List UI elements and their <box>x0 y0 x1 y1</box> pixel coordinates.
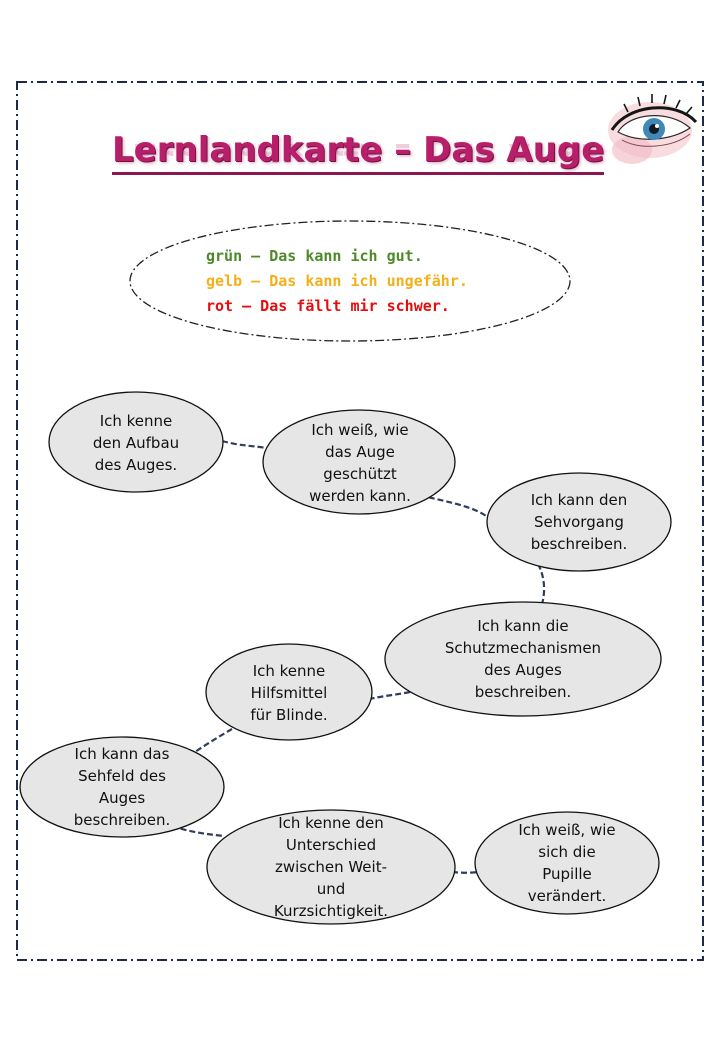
bubble-text-sehfeld: Ich kann das Sehfeld des Auges beschreib… <box>73 745 171 829</box>
page-title: Lernlandkarte – Das Auge <box>112 130 605 170</box>
connector-1-2 <box>221 439 267 450</box>
connector-5-6 <box>191 728 233 755</box>
connector-4-5 <box>369 690 411 701</box>
page-border <box>16 81 704 961</box>
bubble-text-schutzmechanismen: Ich kann die Schutzmechanismen des Auges… <box>444 617 602 701</box>
bubble-hilfsmittel <box>205 643 373 741</box>
bubble-aufbau <box>48 391 224 493</box>
bubble-weitsichtigkeit <box>206 809 456 925</box>
connector-3-4 <box>537 563 546 605</box>
bubble-schutzmechanismen <box>384 601 662 717</box>
legend-red: rot – Das fällt mir schwer. <box>206 297 450 315</box>
bubble-sehfeld <box>19 736 225 838</box>
page-title-reflection: Lernlandkarte – Das Auge <box>112 144 605 168</box>
bubble-text-schutz: Ich weiß, wie das Auge geschützt werden … <box>309 421 411 505</box>
legend-yellow: gelb – Das kann ich ungefähr. <box>206 272 468 290</box>
eye-icon <box>608 94 698 164</box>
bubble-sehvorgang <box>486 472 672 572</box>
bubble-schutz <box>262 409 456 515</box>
bubble-text-sehvorgang: Ich kann den Sehvorgang beschreiben. <box>530 491 628 553</box>
legend-ellipse <box>129 220 571 342</box>
title-underline <box>112 172 604 175</box>
bubbles <box>19 391 672 925</box>
connector-7-8 <box>451 870 479 874</box>
bubble-text-weitsichtigkeit: Ich kenne den Unterschied zwischen Weit-… <box>273 814 389 920</box>
bubble-pupille <box>474 811 660 915</box>
legend-green: grün – Das kann ich gut. <box>206 247 423 265</box>
bubble-text-pupille: Ich weiß, wie sich die Pupille verändert… <box>518 821 616 905</box>
bubble-text-hilfsmittel: Ich kenne Hilfsmittel für Blinde. <box>250 662 328 724</box>
connector-2-3 <box>419 493 491 520</box>
bubble-text-aufbau: Ich kenne den Aufbau des Auges. <box>92 412 180 474</box>
